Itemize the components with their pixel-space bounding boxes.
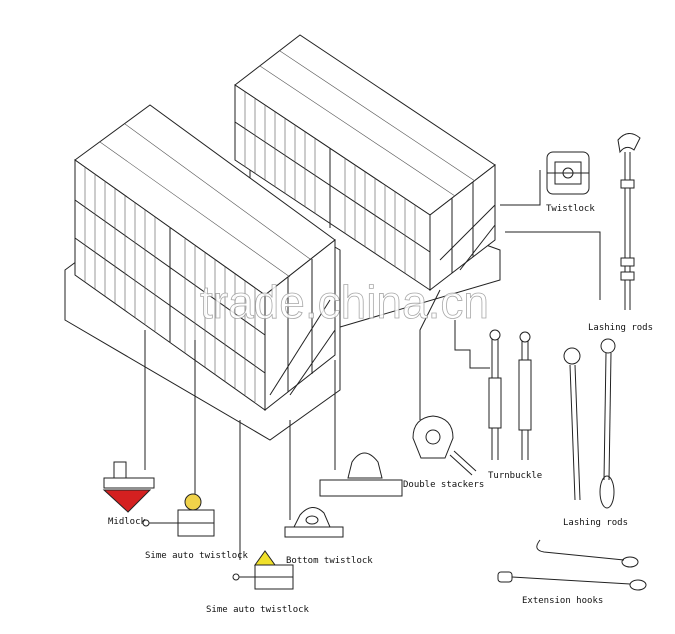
bottom-twistlock-label: Bottom twistlock	[286, 556, 373, 566]
lashing-rod-icon-top	[617, 133, 641, 310]
double-stackers-label: Double stackers	[403, 480, 484, 490]
extension-hooks-label: Extension hooks	[522, 596, 603, 606]
midlock-label: Midlock	[108, 517, 147, 527]
lashing-rods-top-label: Lashing rods	[588, 323, 653, 333]
watermark-text: trade.china.cn	[200, 276, 489, 328]
container-end-face-right	[429, 163, 496, 292]
turnbuckle-label: Turnbuckle	[488, 471, 542, 481]
extension-hook-icon	[497, 539, 647, 591]
sime-auto-twistlock-icon-2	[232, 550, 294, 590]
container-end-face-left	[264, 238, 336, 412]
lashing-rods-bottom-label: Lashing rods	[563, 518, 628, 528]
bottom-twistlock-icon	[284, 452, 403, 538]
lashing-rod-icon-bottom	[563, 338, 616, 509]
container-stack-left	[64, 104, 341, 441]
turnbuckle-icon	[488, 329, 532, 460]
midlock-icon	[102, 461, 155, 513]
twistlock-label: Twistlock	[546, 204, 595, 214]
leader-lines	[144, 170, 601, 560]
sime-auto-twistlock-icon-1	[142, 493, 215, 537]
twistlock-icon	[546, 151, 590, 195]
sime-auto-twistlock-label-2: Sime auto twistlock	[206, 605, 310, 615]
sime-auto-twistlock-label-1: Sime auto twistlock	[145, 551, 249, 561]
double-stacker-icon	[412, 415, 477, 476]
